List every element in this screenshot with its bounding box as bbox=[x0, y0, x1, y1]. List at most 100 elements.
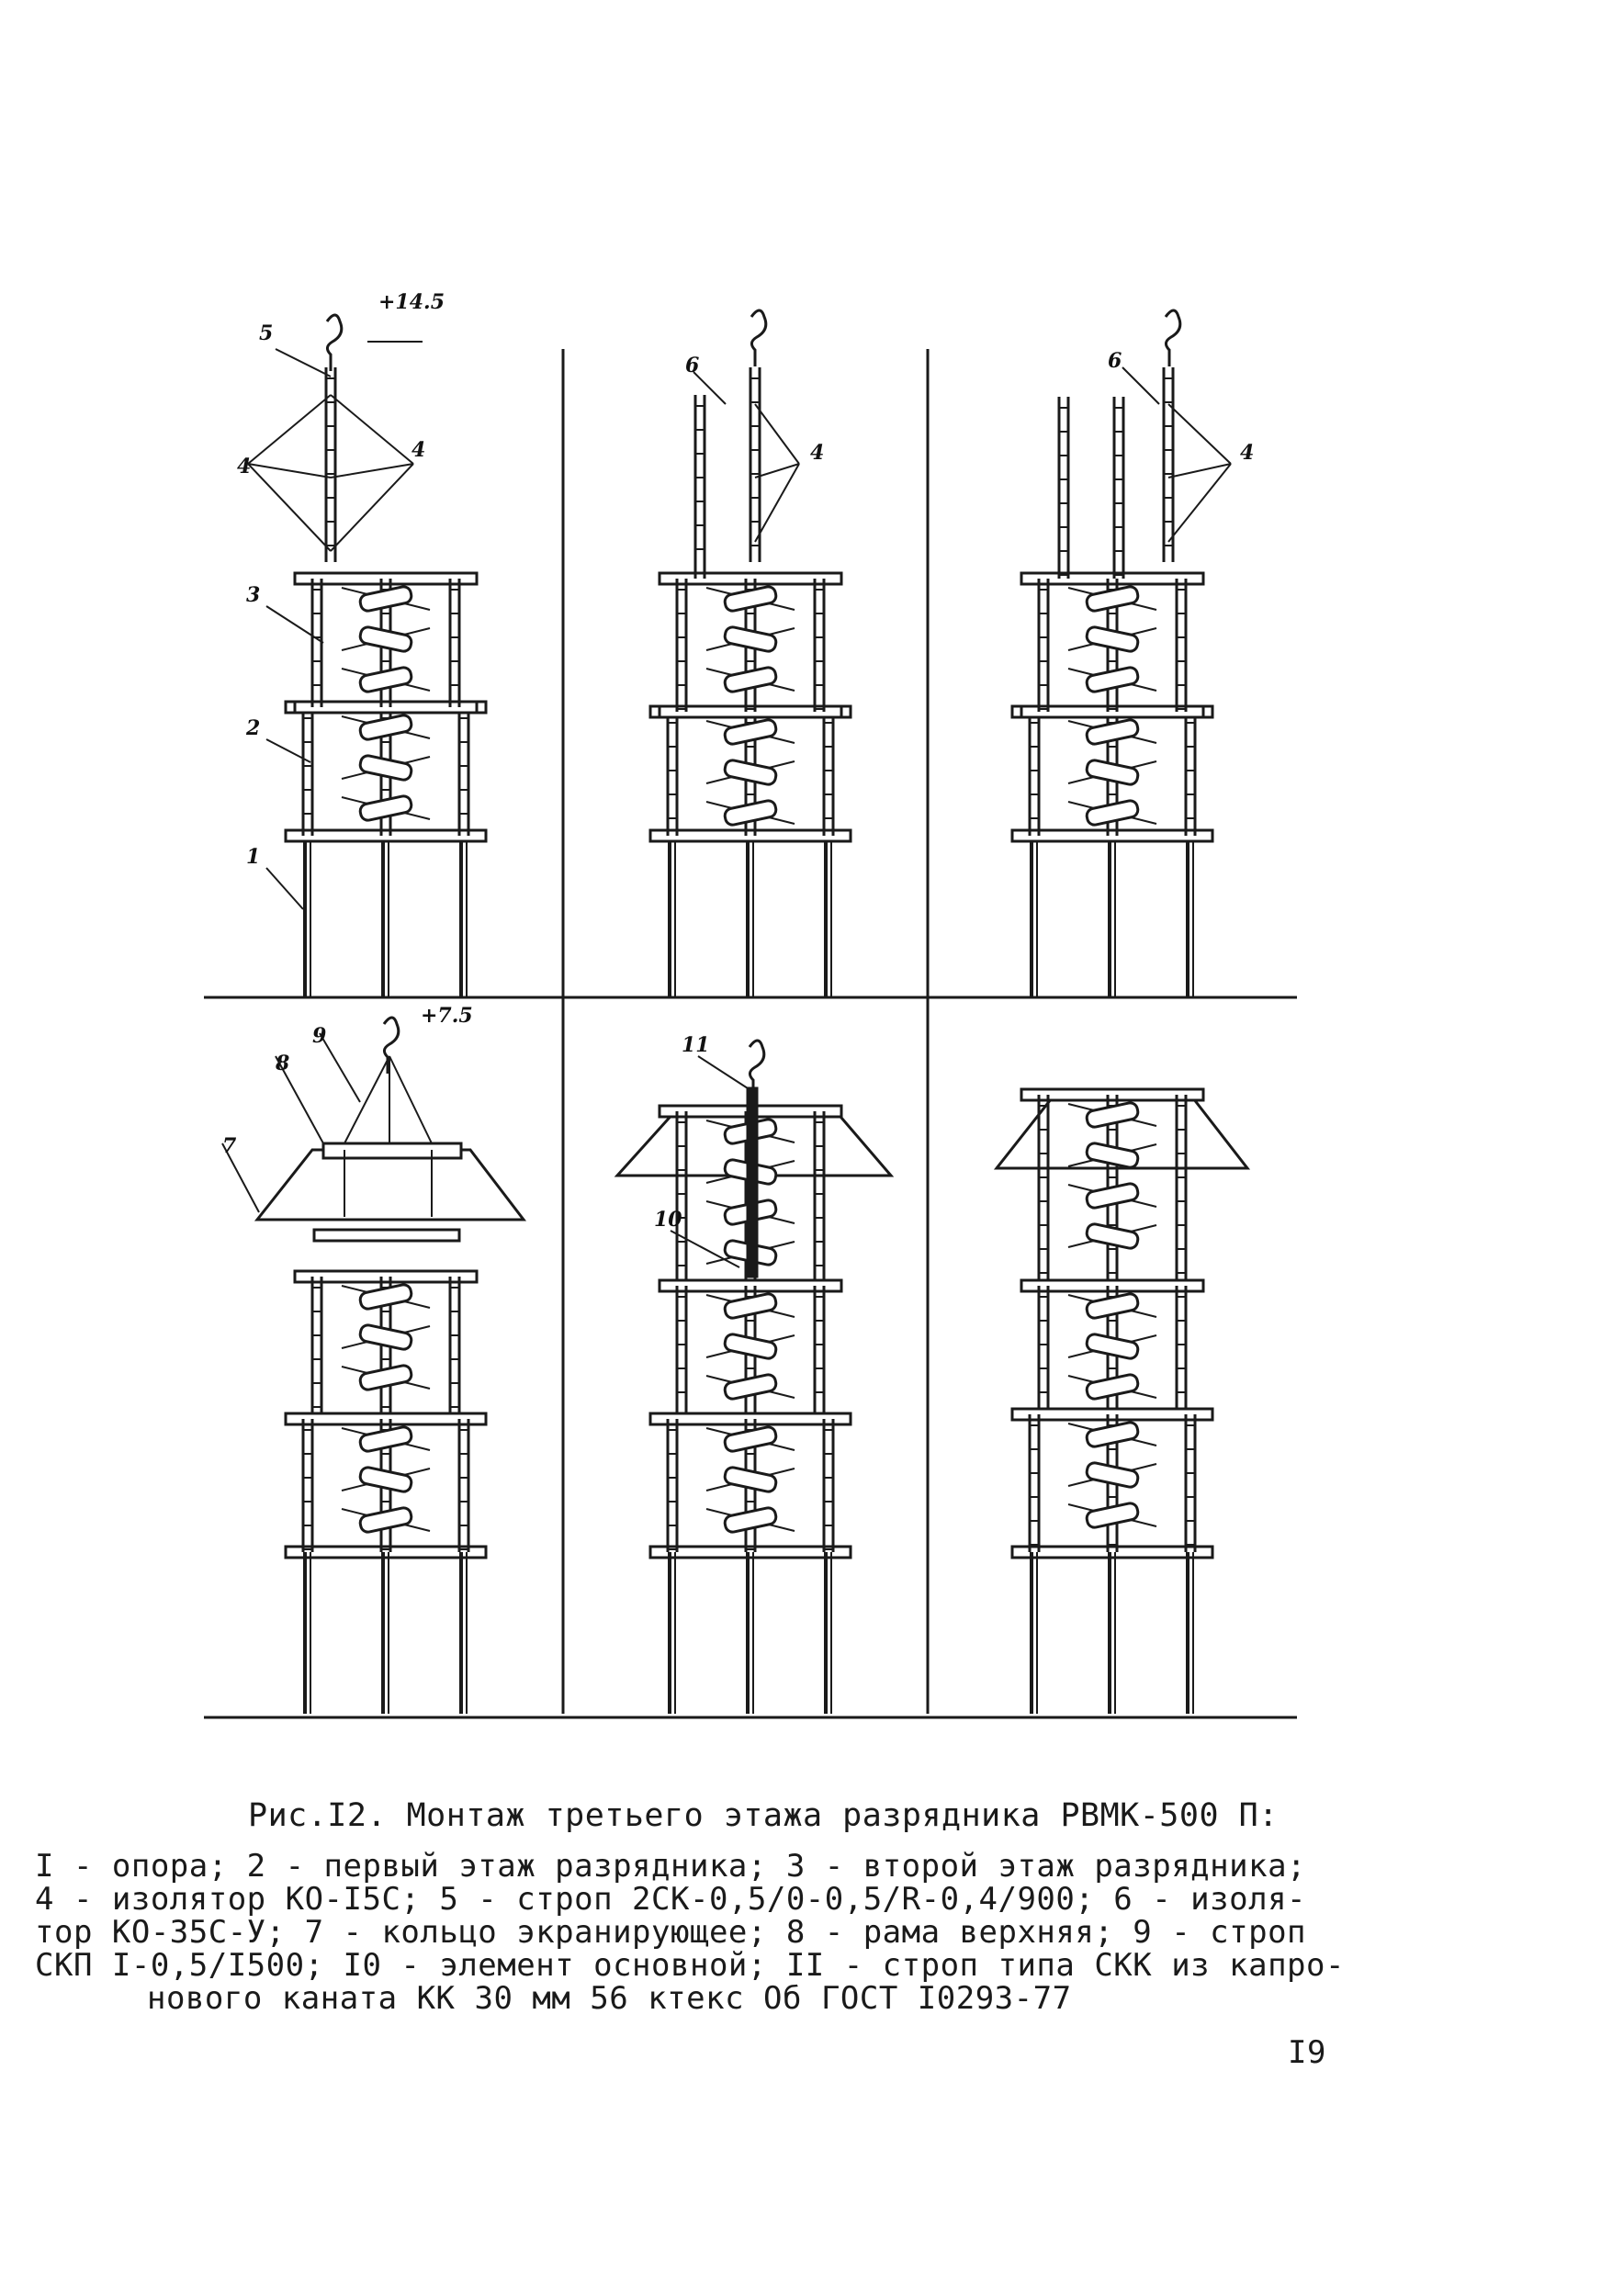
p5-first-floor-post-left bbox=[666, 1419, 679, 1552]
label-4b: 4 bbox=[412, 438, 425, 462]
p5-third-floor-post-right bbox=[813, 1111, 826, 1286]
p4-second-floor-post-right bbox=[448, 1277, 461, 1419]
p5-second-floor-frame-top bbox=[658, 1278, 843, 1293]
p5-first-floor-insulators bbox=[705, 1425, 795, 1534]
legend-line-2: 4 - изолятор КО-I5С; 5 - строп 2СК-0,5/0… bbox=[35, 1881, 1307, 1918]
p1-first-floor-post-right bbox=[457, 707, 470, 836]
elevation-top: +14.5 bbox=[378, 290, 445, 314]
p1-first-floor-frame-bottom bbox=[284, 828, 488, 843]
label-4-p2: 4 bbox=[810, 441, 824, 465]
p2-second-floor-post-right bbox=[813, 579, 826, 712]
p5-second-floor-insulators bbox=[705, 1292, 795, 1401]
p5-first-floor-post-right bbox=[822, 1419, 835, 1552]
p4-first-floor-post-right bbox=[457, 1419, 470, 1552]
p1-second-floor-post-right bbox=[448, 579, 461, 707]
legend-line-4: СКП I-0,5/I500; I0 - элемент основной; I… bbox=[35, 1947, 1345, 1984]
p5-crane-hook bbox=[748, 1039, 766, 1097]
p5-first-floor-frame-top bbox=[648, 1412, 852, 1426]
p3-first-floor-frame-bottom bbox=[1010, 828, 1214, 843]
p6-third-floor-post-right bbox=[1175, 1095, 1188, 1286]
legend-line-3: тор КО-35С-У; 7 - кольцо экранирующее; 8… bbox=[35, 1914, 1307, 1951]
elevation-mid: +7.5 bbox=[421, 1004, 473, 1028]
p1-crane-hook bbox=[325, 313, 344, 371]
p6-third-floor-insulators bbox=[1067, 1101, 1157, 1250]
p2-first-floor-insulators bbox=[705, 718, 795, 827]
page-number: I9 bbox=[1288, 2034, 1326, 2071]
label-10: 10 bbox=[654, 1208, 682, 1232]
p2-lifted-insulator bbox=[749, 367, 761, 562]
p6-first-floor-post-left bbox=[1028, 1414, 1041, 1552]
p3-first-floor-post-right bbox=[1184, 712, 1197, 836]
p2-first-floor-frame-bottom bbox=[648, 828, 852, 843]
p2-first-floor-post-right bbox=[822, 712, 835, 836]
p4-crane-hook bbox=[382, 1016, 400, 1074]
label-3: 3 bbox=[246, 583, 260, 607]
p3-lifted-insulator bbox=[1162, 367, 1175, 562]
p6-third-floor-post-left bbox=[1037, 1095, 1050, 1286]
p4-first-floor-frame-bottom bbox=[284, 1545, 488, 1559]
p1-second-floor-frame-bottom bbox=[293, 700, 479, 715]
p4-second-floor-insulators bbox=[341, 1283, 431, 1391]
label-7: 7 bbox=[222, 1134, 237, 1158]
p2-support-legs bbox=[668, 836, 832, 997]
p6-second-floor-post-left bbox=[1037, 1286, 1050, 1414]
label-8: 8 bbox=[275, 1052, 289, 1075]
label-11: 11 bbox=[682, 1033, 710, 1057]
p2-first-floor-post-left bbox=[666, 712, 679, 836]
p1-second-floor-post-left bbox=[310, 579, 323, 707]
p6-second-floor-frame-top bbox=[1020, 1278, 1205, 1293]
p2-crane-hook bbox=[750, 309, 768, 366]
p3-standing-insulator-right bbox=[1112, 397, 1125, 579]
p4-shield-ring bbox=[254, 1148, 527, 1221]
p2-second-floor-frame-bottom bbox=[658, 704, 843, 719]
p1-support-legs bbox=[303, 836, 468, 997]
p3-crane-hook bbox=[1164, 309, 1182, 366]
p4-break-cap bbox=[312, 1228, 461, 1243]
label-1: 1 bbox=[246, 845, 260, 869]
p3-second-floor-post-right bbox=[1175, 579, 1188, 712]
p5-second-floor-post-right bbox=[813, 1286, 826, 1419]
p4-second-floor-frame-top bbox=[293, 1269, 479, 1284]
p4-second-floor-post-left bbox=[310, 1277, 323, 1419]
p1-first-floor-post-left bbox=[301, 707, 314, 836]
p3-standing-insulator-left bbox=[1057, 397, 1070, 579]
p3-second-floor-frame-bottom bbox=[1020, 704, 1205, 719]
p2-standing-insulator bbox=[693, 395, 706, 579]
p1-first-floor-insulators bbox=[341, 714, 431, 822]
p4-first-floor-frame-top bbox=[284, 1412, 488, 1426]
p6-third-floor-frame-top bbox=[1020, 1087, 1205, 1102]
p3-support-legs bbox=[1030, 836, 1194, 997]
p2-second-floor-insulators bbox=[705, 585, 795, 693]
p6-second-floor-post-right bbox=[1175, 1286, 1188, 1414]
p5-main-element bbox=[746, 1086, 759, 1278]
p5-first-floor-frame-bottom bbox=[648, 1545, 852, 1559]
figure-caption-title: Рис.I2. Монтаж третьего этажа разрядника… bbox=[248, 1797, 1279, 1834]
p3-second-floor-insulators bbox=[1067, 585, 1157, 693]
p6-first-floor-post-right bbox=[1184, 1414, 1197, 1552]
p3-first-floor-post-left bbox=[1028, 712, 1041, 836]
label-4-p3: 4 bbox=[1240, 441, 1254, 465]
p3-first-floor-insulators bbox=[1067, 718, 1157, 827]
p1-second-floor-insulators bbox=[341, 585, 431, 693]
p6-support-legs bbox=[1030, 1552, 1194, 1714]
p6-first-floor-insulators bbox=[1067, 1421, 1157, 1529]
legend-line-5: нового каната КК 30 мм 56 ктекс Об ГОСТ … bbox=[147, 1980, 1072, 2017]
p5-support-legs bbox=[668, 1552, 832, 1714]
p6-second-floor-insulators bbox=[1067, 1292, 1157, 1401]
p5-third-floor-post-left bbox=[675, 1111, 688, 1286]
p4-support-legs bbox=[303, 1552, 468, 1714]
p4-top-frame bbox=[321, 1142, 463, 1160]
legend-line-1: I - опора; 2 - первый этаж разрядника; 3… bbox=[35, 1848, 1307, 1885]
p3-second-floor-post-left bbox=[1037, 579, 1050, 712]
label-6-p2: 6 bbox=[685, 354, 699, 377]
p4-first-floor-post-left bbox=[301, 1419, 314, 1552]
p2-second-floor-post-left bbox=[675, 579, 688, 712]
label-5: 5 bbox=[259, 321, 273, 345]
p4-first-floor-insulators bbox=[341, 1425, 431, 1534]
p6-first-floor-frame-top bbox=[1010, 1407, 1214, 1422]
label-4a: 4 bbox=[237, 455, 251, 478]
p5-second-floor-post-left bbox=[675, 1286, 688, 1419]
p6-first-floor-frame-bottom bbox=[1010, 1545, 1214, 1559]
label-6-p3: 6 bbox=[1108, 349, 1122, 373]
